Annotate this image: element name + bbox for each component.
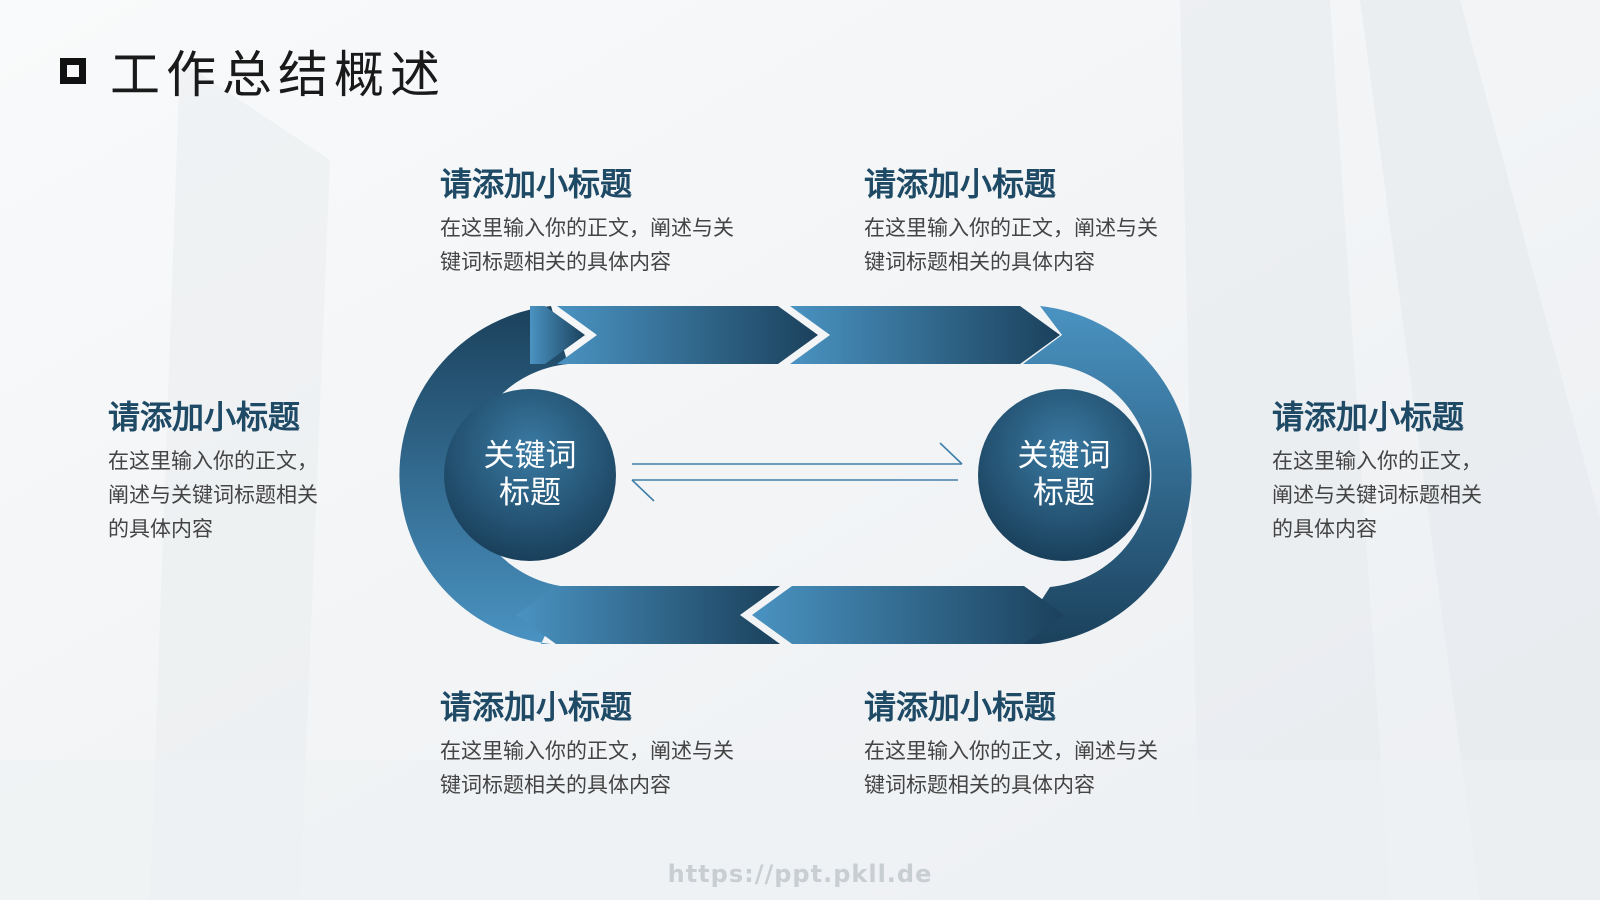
block-body-line: 键词标题相关的具体内容 bbox=[440, 250, 671, 275]
right-keyword-circle bbox=[978, 389, 1150, 561]
block-title: 请添加小标题 bbox=[108, 398, 301, 436]
top-arrow-2 bbox=[557, 306, 818, 364]
top-arrow-3 bbox=[790, 306, 1060, 364]
center-exchange-arrows bbox=[631, 442, 963, 502]
watermark-url: https://ppt.pkll.de bbox=[667, 860, 933, 888]
block-title: 请添加小标题 bbox=[440, 165, 633, 203]
block-title: 请添加小标题 bbox=[864, 688, 1057, 726]
block-body-line: 在这里输入你的正文，阐述与关 bbox=[864, 216, 1158, 241]
left-keyword-circle bbox=[444, 389, 616, 561]
left-circle-line1: 关键词 bbox=[483, 438, 577, 474]
right-circle-line2: 标题 bbox=[1033, 475, 1095, 511]
block-body-line: 阐述与关键词标题相关 bbox=[1272, 483, 1482, 508]
right-circle-line1: 关键词 bbox=[1017, 438, 1111, 474]
page-title: 工作总结概述 bbox=[110, 46, 446, 104]
left-circle-line2: 标题 bbox=[499, 475, 561, 511]
text-block-right: 请添加小标题 在这里输入你的正文， 阐述与关键词标题相关 的具体内容 bbox=[1272, 398, 1482, 546]
right-arc-segment bbox=[1013, 306, 1192, 644]
top-arrow-1 bbox=[530, 306, 585, 364]
bottom-arrow-1 bbox=[752, 586, 1064, 644]
block-title: 请添加小标题 bbox=[864, 165, 1057, 203]
block-body-line: 键词标题相关的具体内容 bbox=[440, 773, 671, 798]
block-body-line: 阐述与关键词标题相关 bbox=[108, 483, 318, 508]
block-title: 请添加小标题 bbox=[1272, 398, 1465, 436]
text-block-top-right: 请添加小标题 在这里输入你的正文，阐述与关 键词标题相关的具体内容 bbox=[864, 165, 1158, 279]
block-title: 请添加小标题 bbox=[440, 688, 633, 726]
block-body-line: 在这里输入你的正文，阐述与关 bbox=[440, 216, 734, 241]
block-body-line: 在这里输入你的正文，阐述与关 bbox=[440, 739, 734, 764]
block-body-line: 的具体内容 bbox=[1272, 517, 1377, 542]
text-block-left: 请添加小标题 在这里输入你的正文， 阐述与关键词标题相关 的具体内容 bbox=[108, 398, 318, 546]
block-body-line: 在这里输入你的正文，阐述与关 bbox=[864, 739, 1158, 764]
hollow-square-icon bbox=[60, 58, 86, 84]
page-header: 工作总结概述 bbox=[60, 40, 446, 104]
text-block-bottom-left: 请添加小标题 在这里输入你的正文，阐述与关 键词标题相关的具体内容 bbox=[440, 688, 734, 802]
text-block-top-left: 请添加小标题 在这里输入你的正文，阐述与关 键词标题相关的具体内容 bbox=[440, 165, 734, 279]
block-body-line: 键词标题相关的具体内容 bbox=[864, 773, 1095, 798]
block-body-line: 的具体内容 bbox=[108, 517, 213, 542]
block-body-line: 在这里输入你的正文， bbox=[1272, 449, 1482, 474]
block-body-line: 键词标题相关的具体内容 bbox=[864, 250, 1095, 275]
bottom-arrow-2 bbox=[516, 586, 780, 644]
block-body-line: 在这里输入你的正文， bbox=[108, 449, 318, 474]
text-block-bottom-right: 请添加小标题 在这里输入你的正文，阐述与关 键词标题相关的具体内容 bbox=[864, 688, 1158, 802]
right-circle-label: 关键词 标题 bbox=[979, 390, 1149, 560]
left-arc-segment bbox=[399, 306, 568, 644]
left-circle-label: 关键词 标题 bbox=[445, 390, 615, 560]
